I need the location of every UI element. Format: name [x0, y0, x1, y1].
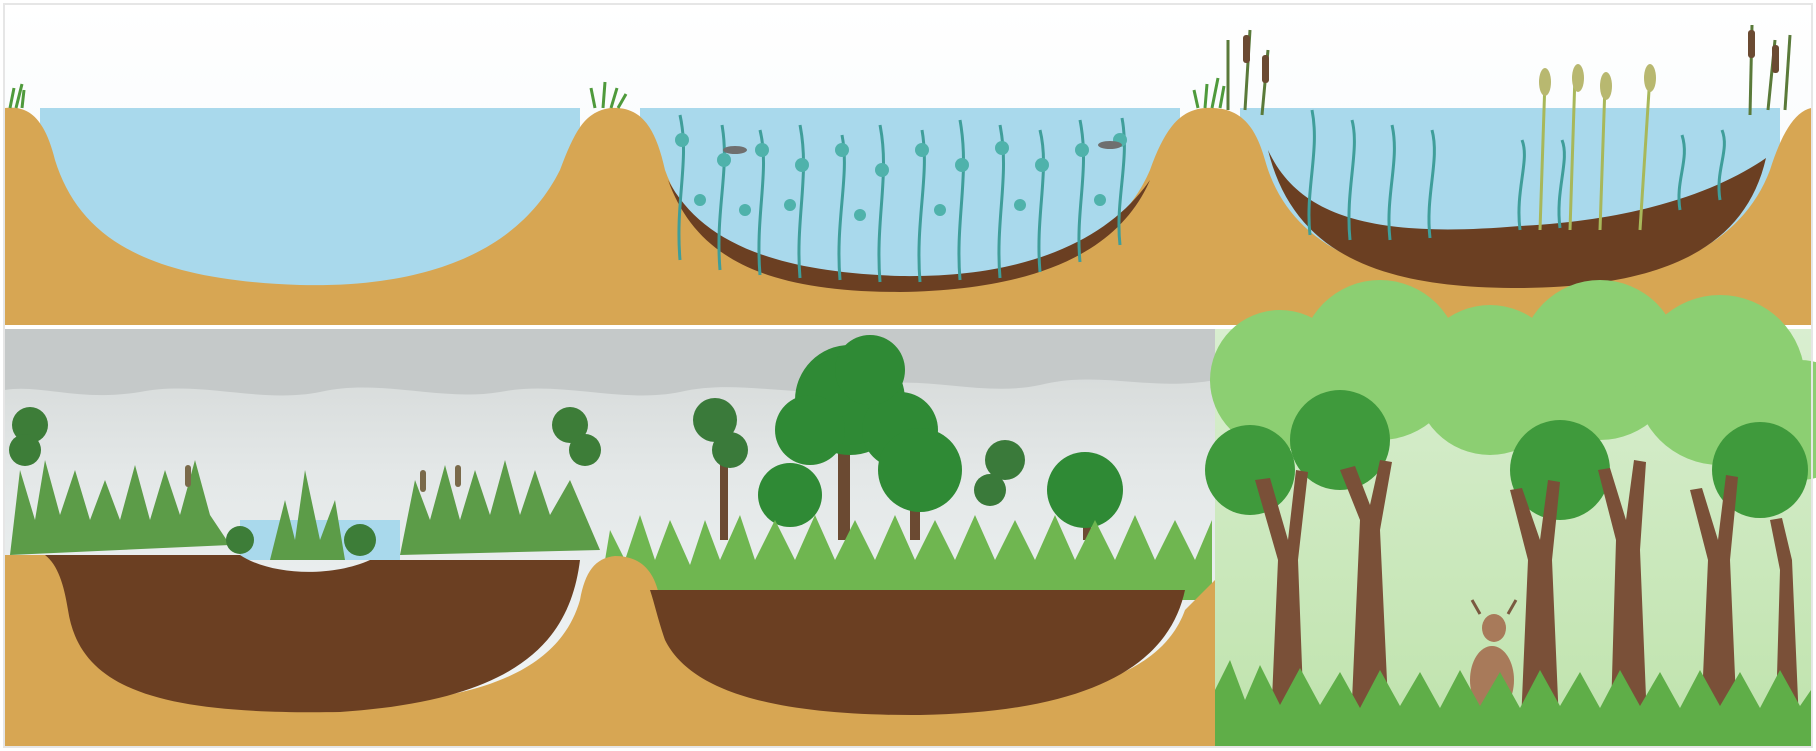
cloud-band [5, 329, 1215, 395]
stage-6-forest [1205, 280, 1816, 746]
bottom-row [5, 280, 1816, 746]
top-row [5, 5, 1811, 325]
